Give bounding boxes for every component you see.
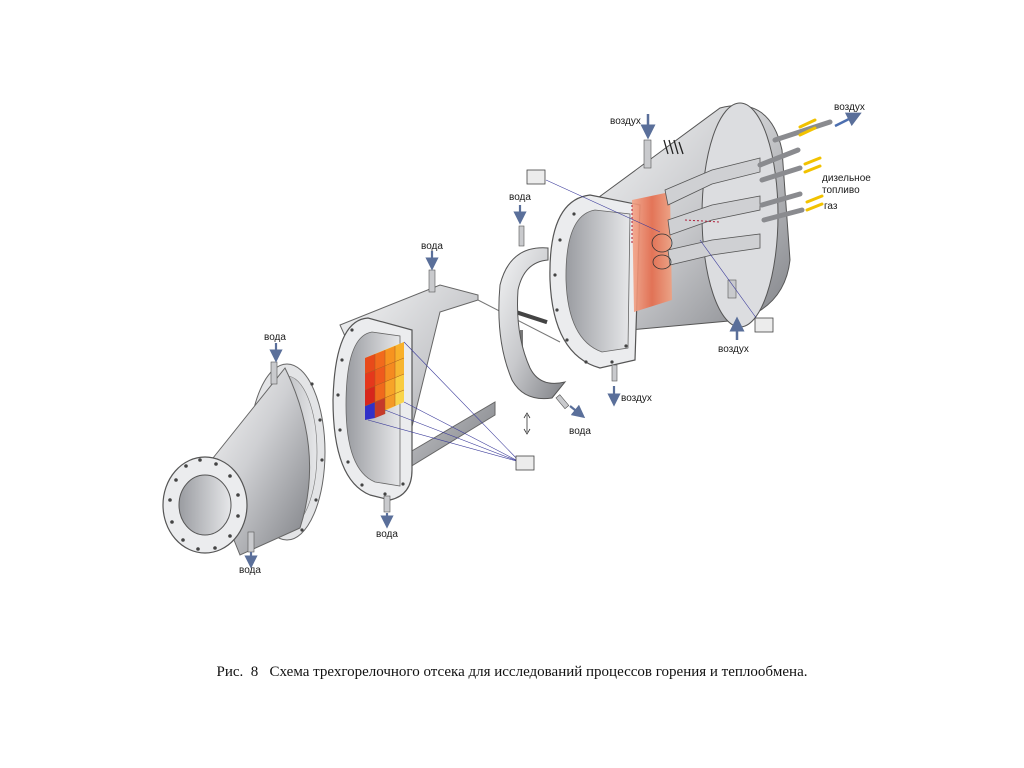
burner-nozzles bbox=[651, 157, 761, 270]
burner-section bbox=[526, 102, 833, 382]
ring-water-inlet-pipe bbox=[518, 225, 525, 247]
label-diesel-line2: топливо bbox=[822, 185, 860, 196]
grid-water-inlet-pipe bbox=[428, 269, 436, 293]
label-water-2: вода bbox=[239, 565, 261, 576]
water-arrow-6 bbox=[569, 404, 586, 419]
cone-section bbox=[162, 361, 326, 556]
label-water-5: вода bbox=[509, 192, 531, 203]
label-water-3: вода bbox=[421, 241, 443, 252]
label-water-7: воздух bbox=[621, 393, 652, 404]
air-out-arrow bbox=[834, 112, 862, 128]
label-diesel-line1: дизельное bbox=[822, 173, 871, 184]
ring-water-outlet-pipe bbox=[555, 394, 570, 410]
burner-water-outlet-pipe bbox=[611, 364, 618, 382]
label-air-top: воздух bbox=[610, 116, 641, 127]
temperature-grid bbox=[364, 342, 405, 420]
burner-bottom-pipe bbox=[727, 279, 737, 299]
burner-air-inlet-pipe bbox=[643, 139, 652, 169]
fuel-pipes bbox=[757, 119, 833, 223]
burner-sensor-box-top bbox=[526, 169, 546, 185]
label-water-6: вода bbox=[569, 426, 591, 437]
caption-number: 8 bbox=[250, 664, 259, 680]
caption-text: Схема трехгорелочного отсека для исследо… bbox=[269, 664, 808, 680]
grid-section bbox=[332, 269, 535, 513]
label-air-out: воздух bbox=[834, 102, 865, 113]
cone-water-outlet-pipe bbox=[247, 531, 255, 553]
label-air-bottom: воздух bbox=[718, 344, 749, 355]
grid-sensor-box bbox=[515, 455, 535, 471]
flame-zone bbox=[632, 192, 672, 312]
label-gas: газ bbox=[824, 201, 838, 212]
label-water-1: вода bbox=[264, 332, 286, 343]
grid-water-outlet-pipe bbox=[383, 495, 391, 513]
burner-sensor-box-bottom bbox=[754, 317, 774, 333]
caption-prefix: Рис. bbox=[216, 664, 244, 680]
water-jacket-ring bbox=[498, 225, 570, 410]
cone-water-inlet-pipe bbox=[270, 361, 278, 385]
fuel-arrows bbox=[798, 118, 824, 212]
figure-caption: Рис. 8 Схема трехгорелочного отсека для … bbox=[0, 664, 1024, 681]
label-water-4: вода bbox=[376, 529, 398, 540]
